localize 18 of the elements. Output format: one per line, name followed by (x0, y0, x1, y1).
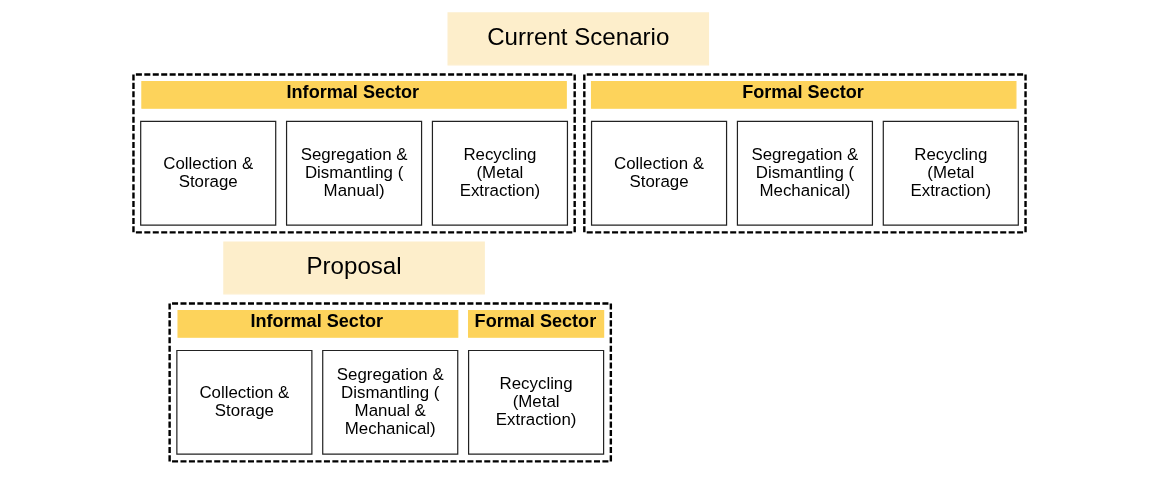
node-box: Segregation & Dismantling ( Manual) (285, 120, 422, 226)
node-box: Recycling (Metal Extraction) (431, 120, 568, 226)
cluster (131, 73, 576, 234)
node-box: Proposal (222, 241, 485, 295)
node-box: Collection & Storage (175, 349, 312, 455)
node-box: Formal Sector (590, 81, 1016, 109)
cluster (582, 73, 1027, 234)
node-box: Formal Sector (467, 310, 604, 338)
node-box: Segregation & Dismantling ( Manual & Mechanical) (321, 349, 458, 455)
node-box: Segregation & Dismantling ( Mechanical) (736, 120, 873, 226)
node-box: Current Scenario (447, 12, 709, 66)
cluster (167, 302, 612, 463)
node-box: Recycling (Metal Extraction) (882, 120, 1019, 226)
node-box: Collection & Storage (139, 120, 276, 226)
node-box: Informal Sector (176, 310, 458, 338)
node-box: Collection & Storage (590, 120, 727, 226)
node-box: Informal Sector (140, 81, 567, 109)
node-box: Recycling (Metal Extraction) (467, 349, 604, 455)
